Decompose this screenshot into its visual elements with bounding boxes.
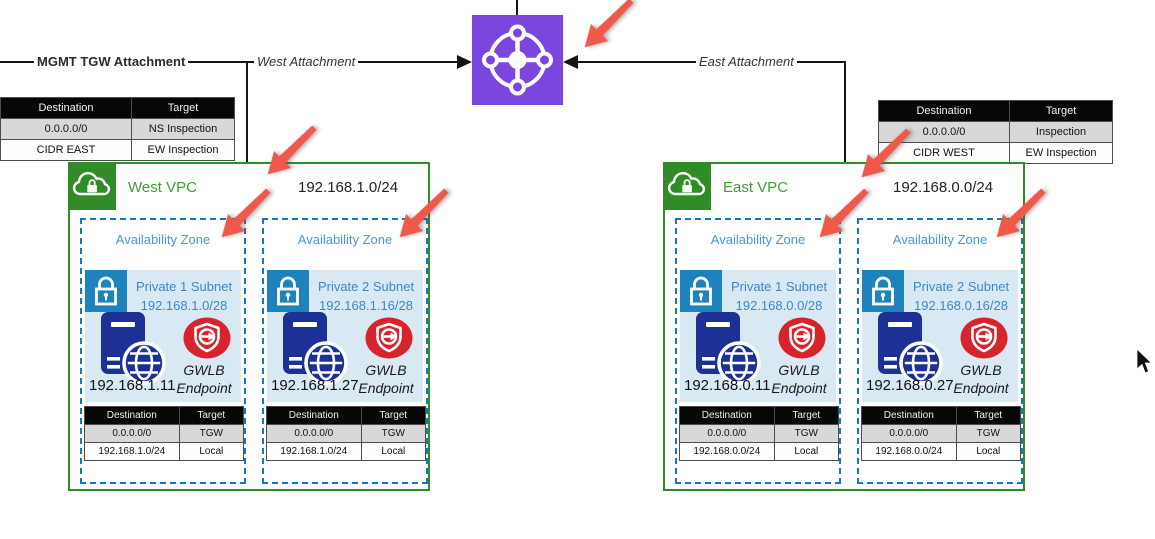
subnet-name: Private 2 Subnet: [317, 279, 415, 294]
gwlb-endpoint-icon: [960, 317, 1008, 359]
route-table-header: Destination: [878, 100, 1010, 122]
subnet-route-table: Destination Target 0.0.0.0/0 TGW 192.168…: [84, 406, 245, 461]
private-subnet-lock-icon: [267, 270, 309, 312]
vpc-name: West VPC: [128, 179, 197, 196]
table-row: 0.0.0.0/0 TGW: [861, 424, 1022, 443]
az-title: Availability Zone: [892, 232, 988, 247]
private-subnet-card: Private 2 Subnet 192.168.0.16/28 GWLB En…: [862, 270, 1018, 402]
table-row: 0.0.0.0/0 Inspection: [878, 121, 1113, 143]
gwlb-endpoint-label: GWLB Endpoint: [953, 362, 1009, 396]
table-row: 0.0.0.0/0 TGW: [679, 424, 840, 443]
vpc-cloud-lock-icon: [68, 162, 116, 210]
vpc-cidr: 192.168.1.0/24: [298, 179, 399, 196]
subnet-name: Private 2 Subnet: [912, 279, 1010, 294]
instance-ip: 192.168.0.11: [684, 377, 771, 394]
availability-zone: Availability Zone Private 1 Subnet 192.1…: [80, 218, 246, 484]
instance-ip: 192.168.1.27: [271, 377, 359, 394]
subnet-route-table: Destination Target 0.0.0.0/0 TGW 192.168…: [266, 406, 427, 461]
arrowhead-into-tgw-left: [457, 55, 472, 69]
table-row: 0.0.0.0/0 TGW: [84, 424, 245, 443]
west-attachment-label: West Attachment: [254, 54, 359, 69]
route-table-header: Destination: [0, 97, 132, 119]
gwlb-endpoint-icon: [778, 317, 826, 359]
table-row: 192.168.1.0/24 Local: [266, 442, 427, 461]
east-vpc-container: East VPC 192.168.0.0/24 Availability Zon…: [663, 162, 1025, 491]
east-attachment-label: East Attachment: [696, 54, 797, 69]
arrowhead-into-tgw-right: [563, 55, 578, 69]
east-tgw-route-table: Destination Target 0.0.0.0/0 Inspection …: [878, 100, 1113, 164]
instance-ip: 192.168.1.11: [89, 377, 176, 394]
gwlb-endpoint-label: GWLB Endpoint: [358, 362, 414, 396]
instance-ip: 192.168.0.27: [866, 377, 954, 394]
az-title: Availability Zone: [115, 232, 211, 247]
mgmt-tgw-route-table: Destination Target 0.0.0.0/0 NS Inspecti…: [0, 97, 235, 161]
west-vpc-drop-line: [246, 62, 248, 162]
red-arrow-icon: [575, 0, 640, 57]
mgmt-tgw-attachment-label: MGMT TGW Attachment: [34, 54, 189, 69]
subnet-name: Private 1 Subnet: [730, 279, 828, 294]
route-table-header: Target: [131, 97, 235, 119]
private-subnet-lock-icon: [85, 270, 127, 312]
private-subnet-card: Private 2 Subnet 192.168.1.16/28 GWLB En…: [267, 270, 423, 402]
east-vpc-drop-line: [844, 62, 846, 162]
private-subnet-card: Private 1 Subnet 192.168.1.0/28 GWLB End…: [85, 270, 241, 402]
availability-zone: Availability Zone Private 2 Subnet 192.1…: [262, 218, 428, 484]
west-vpc-container: West VPC 192.168.1.0/24 Availability Zon…: [68, 162, 430, 491]
subnet-cidr: 192.168.0.0/28: [735, 298, 823, 313]
west-attachment-line: [0, 61, 457, 63]
subnet-route-table: Destination Target 0.0.0.0/0 TGW 192.168…: [679, 406, 840, 461]
gwlb-endpoint-icon: [365, 317, 413, 359]
vpc-cidr: 192.168.0.0/24: [893, 179, 994, 196]
table-row: 0.0.0.0/0 NS Inspection: [0, 118, 235, 140]
az-title: Availability Zone: [710, 232, 806, 247]
mouse-cursor-icon: [1136, 348, 1153, 375]
table-row: 192.168.1.0/24 Local: [84, 442, 245, 461]
table-row: 192.168.0.0/24 Local: [861, 442, 1022, 461]
table-row: 192.168.0.0/24 Local: [679, 442, 840, 461]
subnet-cidr: 192.168.1.16/28: [319, 298, 413, 313]
table-row: 0.0.0.0/0 TGW: [266, 424, 427, 443]
transit-gateway-icon: [472, 15, 563, 105]
private-subnet-lock-icon: [862, 270, 904, 312]
table-row: CIDR EAST EW Inspection: [0, 139, 235, 161]
availability-zone: Availability Zone Private 2 Subnet 192.1…: [857, 218, 1023, 484]
vpc-cloud-lock-icon: [663, 162, 711, 210]
tgw-top-line: [516, 0, 518, 16]
gwlb-endpoint-label: GWLB Endpoint: [176, 362, 232, 396]
availability-zone: Availability Zone Private 1 Subnet 192.1…: [675, 218, 841, 484]
vpc-name: East VPC: [723, 179, 789, 196]
subnet-cidr: 192.168.0.16/28: [914, 298, 1008, 313]
subnet-name: Private 1 Subnet: [135, 279, 233, 294]
gwlb-endpoint-icon: [183, 317, 231, 359]
route-table-header: Target: [1009, 100, 1113, 122]
subnet-cidr: 192.168.1.0/28: [140, 298, 228, 313]
private-subnet-lock-icon: [680, 270, 722, 312]
private-subnet-card: Private 1 Subnet 192.168.0.0/28 GWLB End…: [680, 270, 836, 402]
az-title: Availability Zone: [297, 232, 393, 247]
table-row: CIDR WEST EW Inspection: [878, 142, 1113, 164]
gwlb-endpoint-label: GWLB Endpoint: [771, 362, 827, 396]
subnet-route-table: Destination Target 0.0.0.0/0 TGW 192.168…: [861, 406, 1022, 461]
